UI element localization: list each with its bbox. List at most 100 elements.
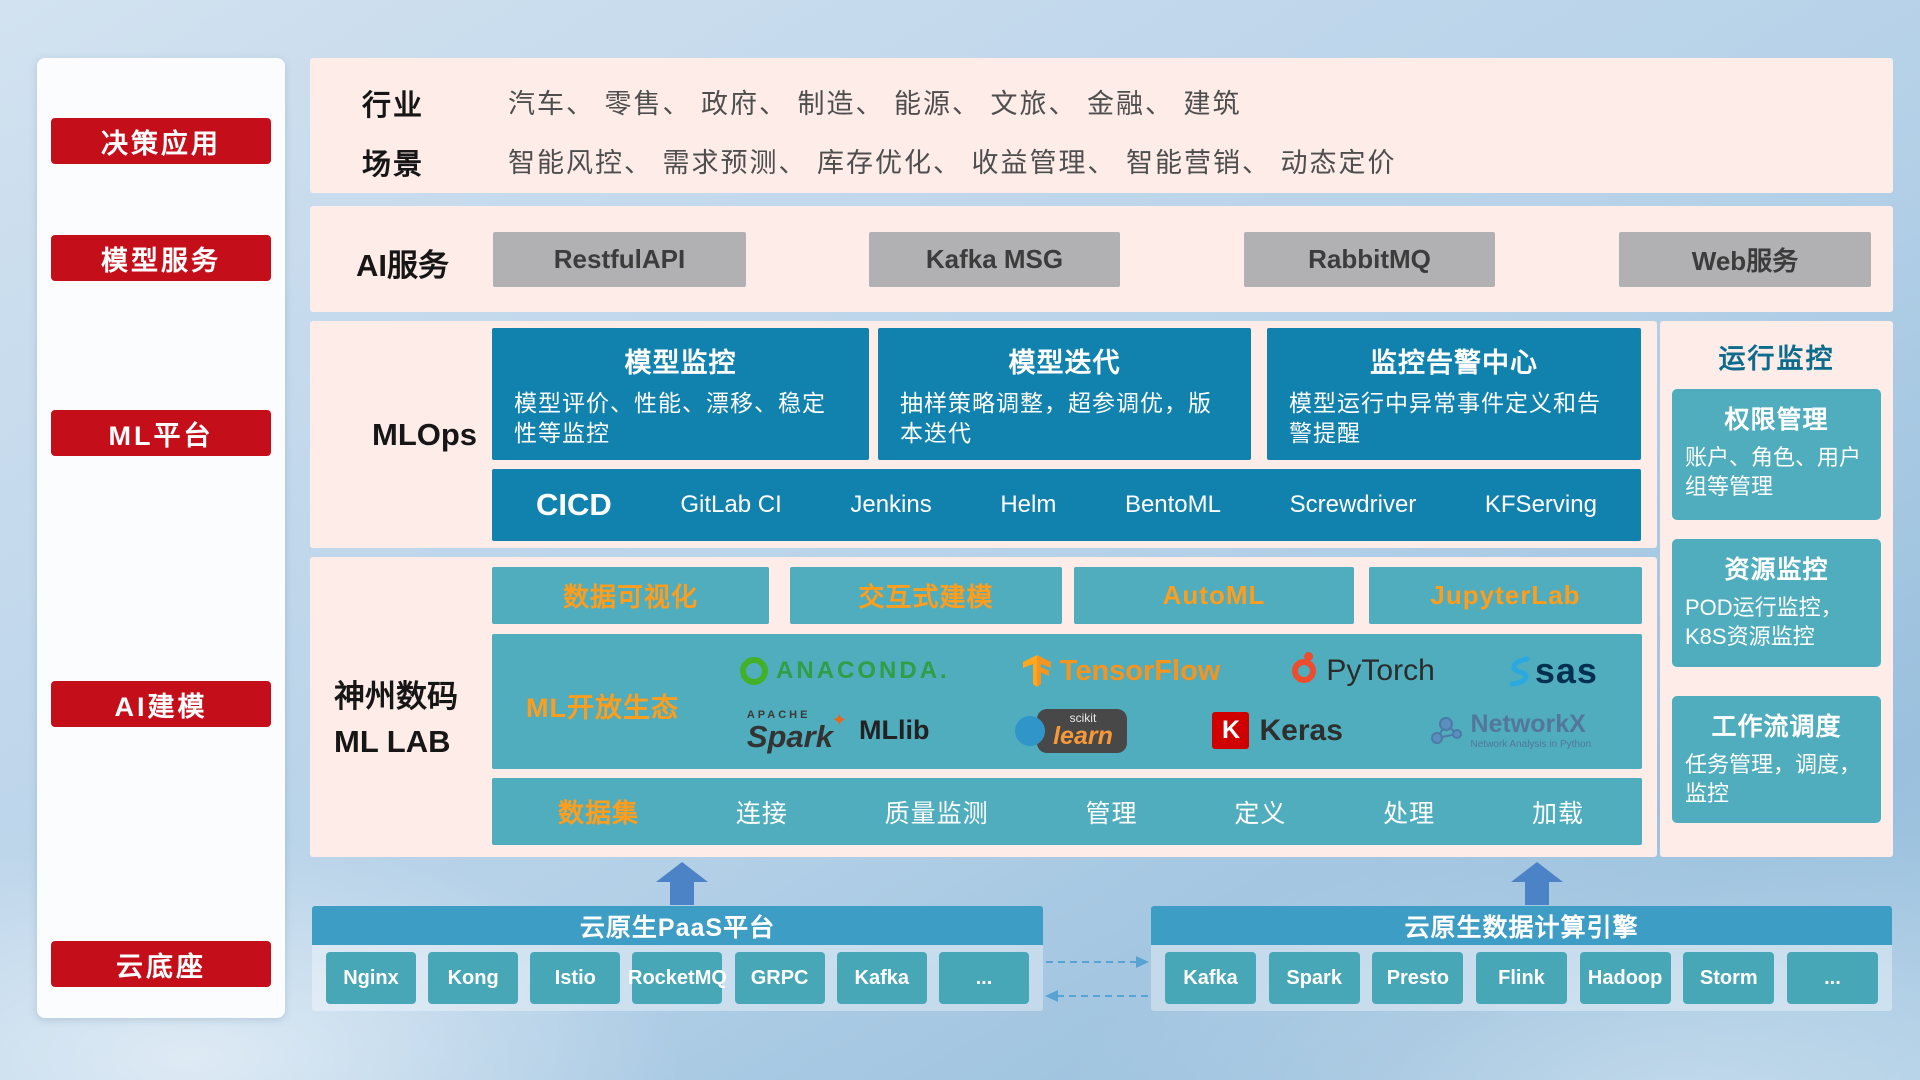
pytorch-wordmark: PyTorch: [1326, 654, 1435, 688]
engine-more: ...: [1786, 952, 1878, 1004]
run-monitor-title: 运行监控: [1718, 344, 1835, 374]
networkx-wordmark: NetworkX Network Analysis in Python: [1471, 711, 1592, 750]
scene-list: 智能风控、 需求预测、 库存优化、 收益管理、 智能营销、 动态定价: [508, 148, 1397, 178]
resource-monitor-card: 资源监控 POD运行监控，K8S资源监控: [1672, 539, 1881, 667]
paas-platform-header: 云原生PaaS平台: [312, 906, 1043, 945]
sidebar-item-cloud-base: 云底座: [51, 941, 271, 987]
sas-wordmark: sas: [1534, 650, 1598, 692]
logo-row-2: APACHE Spark✦ MLlib scikit learn K: [704, 708, 1634, 754]
scikit-sup-text: scikit: [1069, 710, 1097, 725]
card-desc: 模型评价、性能、漂移、稳定性等监控: [514, 390, 826, 446]
up-arrow-icon: [656, 862, 708, 905]
mllib-wordmark: MLlib: [858, 715, 930, 746]
tensorflow-wordmark: TensorFlow: [1059, 654, 1221, 687]
anaconda-logo: ANACONDA.: [740, 657, 950, 686]
spark-text: Spark: [746, 718, 833, 754]
scene-label: 场景: [362, 149, 425, 181]
service-kafka-msg: Kafka MSG: [869, 232, 1120, 287]
networkx-logo: NetworkX Network Analysis in Python: [1429, 711, 1592, 750]
card-title: 权限管理: [1724, 406, 1829, 434]
scikit-learn-text: learn: [1053, 721, 1113, 750]
mlops-panel: MLOps 模型监控 模型评价、性能、漂移、稳定性等监控 模型迭代 抽样策略调整…: [310, 321, 1657, 548]
cicd-label: CICD: [536, 487, 612, 522]
engine-spark: Spark: [1268, 952, 1360, 1004]
spark-wordmark: APACHE Spark✦: [746, 708, 847, 754]
card-desc: 任务管理，调度，监控: [1685, 752, 1862, 806]
tool-jupyterlab: JupyterLab: [1369, 567, 1642, 624]
data-engine-header: 云原生数据计算引擎: [1151, 906, 1892, 945]
permission-mgmt-card: 权限管理 账户、角色、用户组等管理: [1672, 389, 1881, 520]
industry-list: 汽车、 零售、 政府、 制造、 能源、 文旅、 金融、 建筑: [508, 89, 1242, 119]
paas-kafka: Kafka: [836, 952, 927, 1004]
cicd-bar: CICD GitLab CI Jenkins Helm BentoML Scre…: [492, 469, 1641, 541]
anaconda-wordmark: ANACONDA.: [776, 657, 950, 685]
paas-rocketmq: RocketMQ: [628, 952, 727, 1004]
dataset-define: 定义: [1234, 799, 1287, 828]
paas-istio: Istio: [530, 952, 621, 1004]
spark-mllib-logo: APACHE Spark✦ MLlib: [746, 708, 930, 754]
tool-data-visualization: 数据可视化: [492, 567, 769, 624]
engine-kafka: Kafka: [1165, 952, 1256, 1004]
logo-row-1: ANACONDA. TensorFlow PyTorch: [704, 650, 1634, 692]
sas-logo: sas: [1507, 650, 1598, 692]
tensorflow-icon: [1022, 655, 1051, 688]
keras-logo: K Keras: [1212, 712, 1343, 750]
model-iteration-card: 模型迭代 抽样策略调整，超参调优，版本迭代: [878, 328, 1251, 460]
keras-wordmark: Keras: [1259, 713, 1343, 747]
card-desc: 模型运行中异常事件定义和告警提醒: [1289, 390, 1601, 446]
tool-bentoml: BentoML: [1124, 491, 1221, 518]
sidebar-item-ml-platform: ML平台: [51, 410, 271, 456]
scikit-learn-logo: scikit learn: [1015, 708, 1127, 753]
sidebar-item-decision-apps: 决策应用: [51, 118, 271, 164]
service-rabbitmq: RabbitMQ: [1244, 232, 1495, 287]
ml-lab-label-line1: 神州数码: [334, 679, 458, 714]
data-engine-items: Kafka Spark Presto Flink Hadoop Storm ..…: [1151, 945, 1892, 1011]
card-desc: 抽样策略调整，超参调优，版本迭代: [900, 390, 1212, 446]
dataset-load: 加载: [1531, 799, 1584, 828]
mlops-label: MLOps: [372, 417, 478, 452]
service-web: Web服务: [1619, 232, 1871, 287]
sas-swoosh-icon: [1509, 656, 1530, 687]
dataset-quality: 质量监测: [884, 799, 989, 828]
left-sidebar: 决策应用 模型服务 ML平台 AI建模 云底座: [37, 58, 285, 1018]
pytorch-icon: [1292, 652, 1317, 684]
keras-k-icon: K: [1212, 712, 1250, 750]
tool-gitlab-ci: GitLab CI: [680, 491, 782, 518]
ai-service-label: AI服务: [356, 248, 449, 283]
workflow-schedule-card: 工作流调度 任务管理，调度，监控: [1672, 696, 1881, 823]
ml-lab-label-line2: ML LAB: [334, 723, 451, 759]
industry-label: 行业: [362, 90, 425, 122]
sidebar-item-ai-modeling: AI建模: [51, 681, 271, 727]
networkx-icon: [1430, 716, 1462, 744]
dataset-bar: 数据集 连接 质量监测 管理 定义 处理 加载: [492, 778, 1642, 845]
card-desc: 账户、角色、用户组等管理: [1685, 445, 1862, 499]
run-monitor-panel: 运行监控 权限管理 账户、角色、用户组等管理 资源监控 POD运行监控，K8S资…: [1660, 321, 1893, 857]
ecosystem-label: ML开放生态: [526, 693, 679, 723]
dataset-label: 数据集: [558, 798, 640, 828]
alert-center-card: 监控告警中心 模型运行中异常事件定义和告警提醒: [1267, 328, 1641, 460]
pytorch-logo: PyTorch: [1292, 652, 1435, 688]
card-title: 模型迭代: [1008, 348, 1121, 378]
ml-lab-label: 神州数码 ML LAB: [334, 675, 458, 765]
card-desc: POD运行监控，K8S资源监控: [1685, 595, 1843, 649]
service-restfulapi: RestfulAPI: [493, 232, 746, 287]
data-exchange-arrows-icon: [1045, 956, 1149, 1002]
networkx-text: NetworkX: [1470, 710, 1586, 739]
tool-kfserving: KFServing: [1484, 491, 1597, 518]
industry-scene-panel: 行业 汽车、 零售、 政府、 制造、 能源、 文旅、 金融、 建筑 场景 智能风…: [310, 58, 1893, 193]
tool-automl: AutoML: [1074, 567, 1354, 624]
card-title: 模型监控: [624, 348, 737, 378]
ecosystem-logos: ANACONDA. TensorFlow PyTorch: [704, 634, 1634, 769]
model-monitoring-card: 模型监控 模型评价、性能、漂移、稳定性等监控: [492, 328, 869, 460]
tensorflow-logo: TensorFlow: [1022, 654, 1221, 688]
paas-grpc: GRPC: [734, 952, 825, 1004]
engine-flink: Flink: [1475, 952, 1567, 1004]
spark-apache-text: APACHE: [746, 708, 811, 721]
tool-screwdriver: Screwdriver: [1289, 491, 1417, 518]
tool-jenkins: Jenkins: [850, 491, 932, 518]
tool-interactive-modeling: 交互式建模: [790, 567, 1062, 624]
anaconda-icon: [740, 657, 769, 686]
ml-open-ecosystem-box: ML开放生态 ANACONDA. TensorFlow: [492, 634, 1642, 769]
dataset-process: 处理: [1383, 799, 1436, 828]
